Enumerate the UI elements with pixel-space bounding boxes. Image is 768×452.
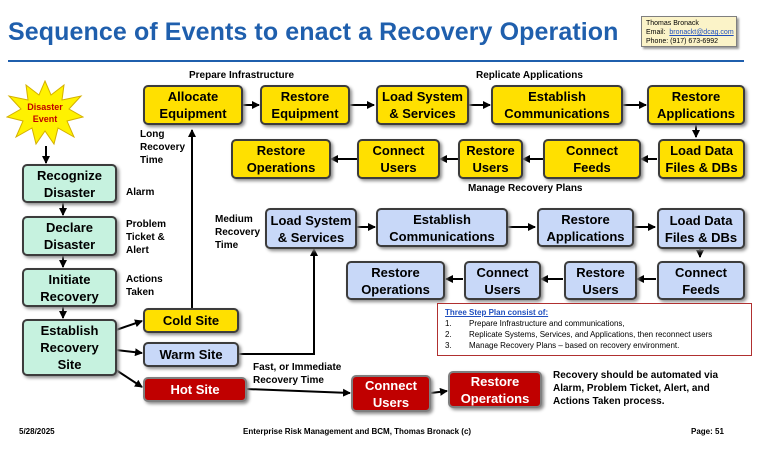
three-step-plan: Three Step Plan consist of: 1.Prepare In…	[437, 303, 752, 356]
disaster-burst-icon	[6, 80, 84, 146]
warm-load-data-files-box: Load Data Files & DBs	[657, 208, 745, 249]
hot-connect-users-box: Connect Users	[351, 375, 431, 412]
plan-heading: Three Step Plan consist of:	[445, 308, 549, 317]
footer-page: Page: 51	[691, 427, 724, 436]
contact-box: Thomas Bronack Email: bronackt@dcag.com …	[641, 16, 737, 47]
alarm-note: Alarm	[126, 187, 155, 198]
connect-users-box: Connect Users	[357, 139, 440, 179]
problem-ticket-note: Problem Ticket & Alert	[126, 219, 167, 256]
recognize-disaster-box: Recognize Disaster	[22, 164, 117, 203]
restore-operations-box: Restore Operations	[231, 139, 331, 179]
initiate-recovery-box: Initiate Recovery	[22, 268, 117, 307]
hot-site-box: Hot Site	[143, 377, 247, 402]
establish-recovery-site-box: Establish Recovery Site	[22, 319, 117, 376]
cold-site-box: Cold Site	[143, 308, 239, 333]
restore-applications-box: Restore Applications	[647, 85, 745, 125]
fast-recovery-time-label: Fast, or Immediate Recovery Time	[253, 362, 342, 386]
long-recovery-time-label: Long Recovery Time	[140, 129, 186, 166]
warm-connect-users-box: Connect Users	[464, 261, 541, 300]
title-rule	[8, 60, 744, 62]
load-data-files-box: Load Data Files & DBs	[658, 139, 745, 179]
warm-load-system-services-box: Load System & Services	[265, 208, 357, 249]
connect-feeds-box: Connect Feeds	[543, 139, 641, 179]
load-system-services-box: Load System & Services	[376, 85, 469, 125]
actions-taken-note: Actions Taken	[126, 274, 163, 298]
establish-communications-box: Establish Communications	[491, 85, 623, 125]
footer-date: 5/28/2025	[19, 427, 55, 436]
plan-item-2: 2.Replicate Systems, Services, and Appli…	[445, 330, 713, 339]
prepare-infrastructure-label: Prepare Infrastructure	[189, 70, 295, 81]
warm-restore-operations-box: Restore Operations	[346, 261, 445, 300]
hot-restore-operations-box: Restore Operations	[448, 371, 542, 408]
restore-users-box: Restore Users	[458, 139, 523, 179]
medium-recovery-time-label: Medium Recovery Time	[215, 214, 261, 251]
automation-note: Recovery should be automated via Alarm, …	[553, 370, 719, 407]
restore-equipment-box: Restore Equipment	[260, 85, 350, 125]
contact-name: Thomas Bronack	[646, 20, 699, 27]
footer-center: Enterprise Risk Management and BCM, Thom…	[243, 427, 472, 436]
contact-phone-line: Phone: (917) 673-6992	[646, 38, 719, 45]
warm-connect-feeds-box: Connect Feeds	[657, 261, 745, 300]
contact-email-link[interactable]: bronackt@dcag.com	[669, 29, 734, 36]
replicate-applications-label: Replicate Applications	[476, 70, 583, 81]
warm-site-box: Warm Site	[143, 342, 239, 367]
allocate-equipment-box: Allocate Equipment	[143, 85, 243, 125]
warm-establish-communications-box: Establish Communications	[376, 208, 508, 247]
declare-disaster-box: Declare Disaster	[22, 216, 117, 256]
plan-item-3: 3.Manage Recovery Plans – based on recov…	[445, 341, 680, 350]
disaster-event-label: Disaster Event	[27, 102, 63, 124]
warm-restore-users-box: Restore Users	[564, 261, 637, 300]
manage-recovery-plans-label: Manage Recovery Plans	[468, 183, 583, 194]
warm-restore-applications-box: Restore Applications	[537, 208, 634, 247]
contact-email-line: Email: bronackt@dcag.com	[646, 29, 734, 36]
plan-item-1: 1.Prepare Infrastructure and communicati…	[445, 319, 625, 328]
page-title: Sequence of Events to enact a Recovery O…	[8, 18, 619, 46]
